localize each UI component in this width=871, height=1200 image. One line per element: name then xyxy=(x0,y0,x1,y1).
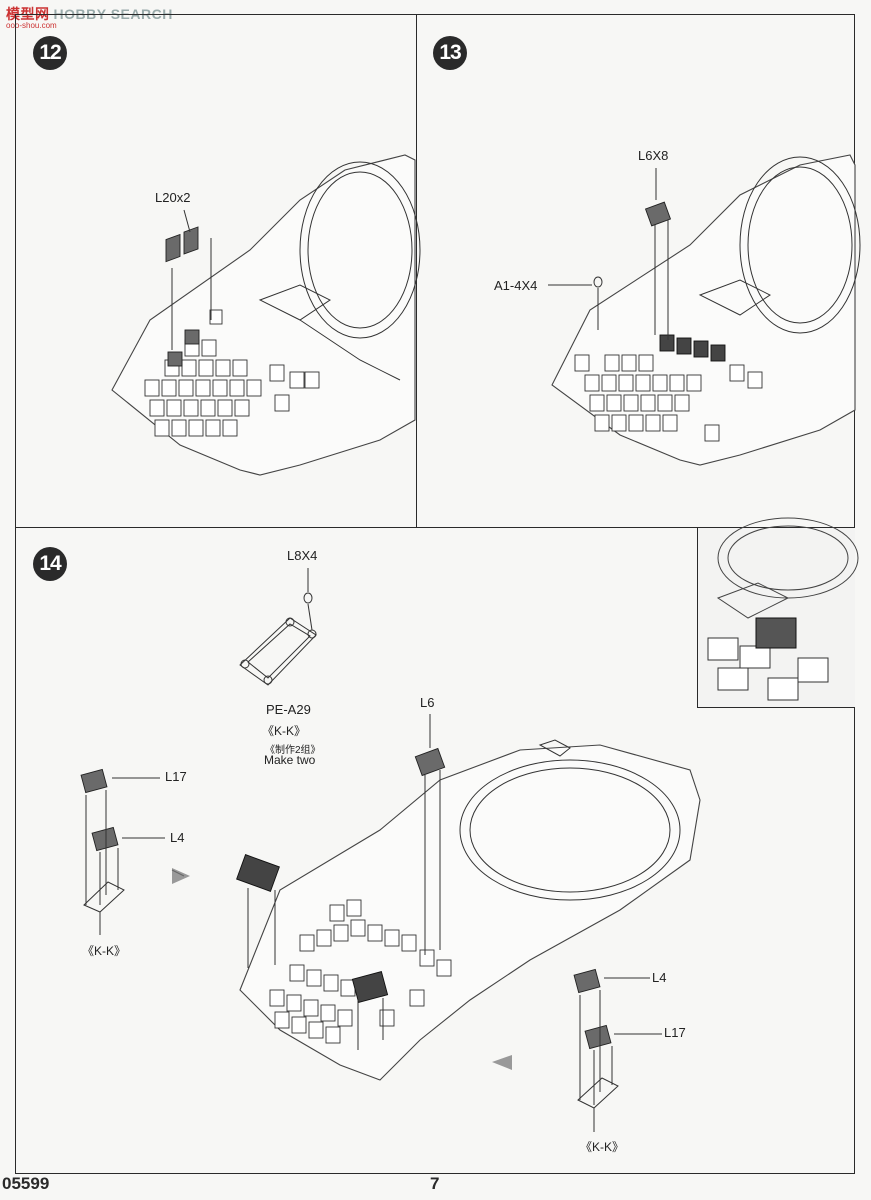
part-label-l6: L6 xyxy=(420,695,435,710)
step-13-badge: 13 xyxy=(433,36,467,70)
step-14-badge: 14 xyxy=(33,547,67,581)
part-label-l4-right: L4 xyxy=(652,970,667,985)
note-kk-left: 《K-K》 xyxy=(82,944,127,958)
watermark-url: ooo-shou.com xyxy=(6,21,57,30)
panel-divider-vertical xyxy=(416,14,417,527)
part-label-l17-left: L17 xyxy=(165,769,187,784)
direction-arrow-left xyxy=(171,868,190,884)
note-make-two-cn: 《制作2组》 xyxy=(265,745,321,756)
model-code: 05599 xyxy=(2,1174,50,1193)
panel-divider-horizontal xyxy=(15,527,855,528)
part-label-l17-right: L17 xyxy=(664,1025,686,1040)
part-label-a1: A1-4X4 xyxy=(494,278,538,293)
note-kk-right: 《K-K》 xyxy=(580,1140,625,1154)
part-label-pe-a29: PE-A29 xyxy=(266,702,311,717)
part-label-l6x8: L6X8 xyxy=(638,148,669,163)
note-kk-top: 《K-K》 xyxy=(262,724,307,738)
page-number: 7 xyxy=(430,1174,440,1193)
inset-detail-photo xyxy=(697,517,859,708)
part-label-l4-left: L4 xyxy=(170,830,185,845)
part-label-l20: L20x2 xyxy=(155,190,191,205)
note-make-two: Make two xyxy=(264,753,316,767)
step-12-badge: 12 xyxy=(33,36,67,70)
part-label-l8x4: L8X4 xyxy=(287,548,318,563)
direction-arrow-right xyxy=(492,1055,512,1070)
